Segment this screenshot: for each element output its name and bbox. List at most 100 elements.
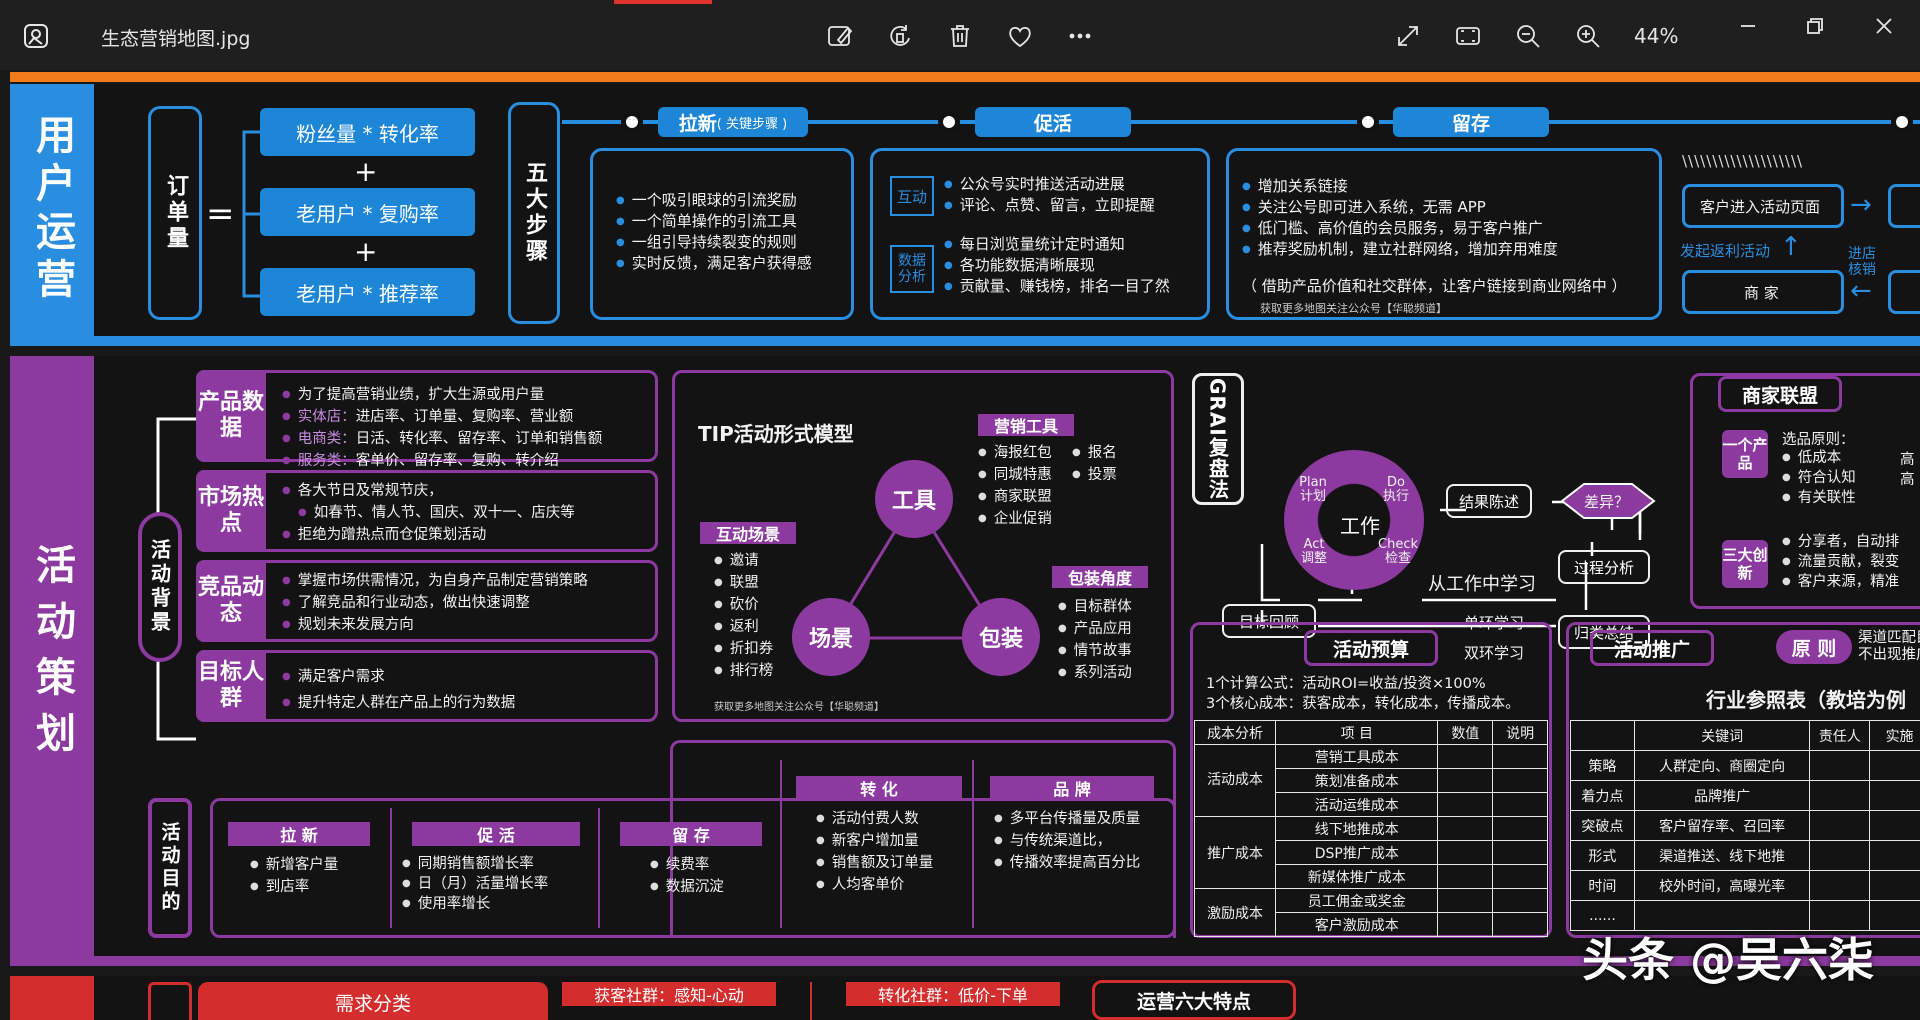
grai-work: 工作 xyxy=(1340,514,1380,538)
table-cell: 突破点 xyxy=(1570,810,1635,841)
list-item: 数据沉淀 xyxy=(650,876,724,898)
promo-table-title: 行业参照表（教培为例 xyxy=(1706,688,1906,712)
list-item: 企业促销 xyxy=(978,508,1052,530)
footer-note: 获取更多地图关注公众号【华聪频道】 xyxy=(1260,302,1447,315)
tip-pack-node: 包装 xyxy=(962,598,1040,676)
arrow-up-icon: ↑ xyxy=(1780,232,1802,262)
flow-enter-box xyxy=(1682,184,1844,228)
list-item: 各功能数据清晰展现 xyxy=(944,255,1170,276)
alliance-box xyxy=(1690,373,1920,609)
conv-header: 转化社群：低价-下单 xyxy=(846,982,1060,1006)
step-lanxin-sub: ( 关键步骤 ) xyxy=(716,116,788,132)
list-item: 满足客户需求 xyxy=(282,664,515,690)
minimize-icon[interactable] xyxy=(1730,8,1766,44)
alliance-list-2: 分享者，自动排 流量贡献，裂变 客户来源，精准 xyxy=(1782,532,1900,592)
formula-repurchase: 老用户 * 复购率 xyxy=(260,188,475,236)
divider xyxy=(598,808,600,928)
item-key: 服务类： xyxy=(297,453,356,469)
flow-verify-label: 进店核销 xyxy=(1848,246,1876,278)
grai-diff-diamond xyxy=(1560,483,1656,519)
zoom-out-icon[interactable] xyxy=(1510,18,1546,54)
step-dot xyxy=(938,111,960,133)
table-cell: 营销工具成本 xyxy=(1275,744,1439,769)
list-item: 多平台传播量及质量 xyxy=(994,808,1141,830)
list-item: 符合认知 xyxy=(1782,468,1856,488)
table-cell: 策略 xyxy=(1570,750,1635,781)
tip-scene-node: 场景 xyxy=(792,598,870,676)
orange-band xyxy=(10,72,1920,82)
bg-row-product-title: 产品数据 xyxy=(196,370,266,462)
flow-merchant-label: 商 家 xyxy=(1744,284,1779,302)
item-value: 为了提高营销业绩，扩大生源或用户量 xyxy=(297,387,545,403)
promo-table: 关键词 责任人 实施 策略人群定向、商圈定向 着力点品牌推广 突破点客户留存率、… xyxy=(1570,720,1920,931)
goal-label: 活动目的 xyxy=(158,822,181,914)
table-cell: 激励成本 xyxy=(1193,888,1277,937)
list-item: 为了提高营销业绩，扩大生源或用户量 xyxy=(282,384,602,406)
goal-header: 拉 新 xyxy=(228,822,370,846)
budget-table: 成本分析 项 目 数值 说明 活动成本营销工具成本 策划准备成本 活动运维成本 … xyxy=(1193,720,1548,937)
goal-list: 新增客户量 到店率 xyxy=(250,854,339,898)
list-item: 续费率 xyxy=(650,854,724,876)
fullscreen-icon[interactable] xyxy=(1390,18,1426,54)
delete-icon[interactable] xyxy=(942,18,978,54)
edit-icon[interactable] xyxy=(822,18,858,54)
flow-box-cut xyxy=(1888,270,1920,314)
promo-principle-text-1: 渠道匹配目 xyxy=(1858,630,1920,646)
tip-model-box xyxy=(672,370,1174,722)
table-cell: 品牌推广 xyxy=(1633,780,1811,811)
item-value: 日活、转化率、留存率、订单和销售额 xyxy=(355,431,603,447)
budget-title: 活动预算 xyxy=(1304,630,1438,666)
rotate-icon[interactable] xyxy=(882,18,918,54)
item-key: 电商类： xyxy=(297,431,356,447)
tip-triangle xyxy=(827,497,1003,640)
list-item: 日（月）活量增长率 xyxy=(402,874,549,894)
more-icon[interactable] xyxy=(1062,18,1098,54)
list-item: 折扣券 xyxy=(714,638,774,660)
list-item: 关注公号即可进入系统，无需 APP xyxy=(1242,197,1558,218)
grai-act: Act调整 xyxy=(1300,537,1327,566)
grai-diff: 差异？ xyxy=(1584,493,1630,511)
background-label-box xyxy=(138,512,182,662)
divider xyxy=(972,760,974,928)
list-item: 如春节、情人节、国庆、双十一、店庆等 xyxy=(282,502,575,524)
cuhuo-list-1: 公众号实时推送活动进展 评论、点赞、留言，立即提醒 xyxy=(944,174,1155,216)
budget-core-costs: 3个核心成本：获客成本，转化成本，传播成本。 xyxy=(1206,696,1520,712)
table-cell: 活动成本 xyxy=(1193,744,1277,817)
photo-app-icon[interactable] xyxy=(22,22,50,50)
liucun-box xyxy=(1226,148,1662,320)
bg-row-product-list: 为了提高营销业绩，扩大生源或用户量 实体店：进店率、订单量、复购率、营业额 电商… xyxy=(282,384,603,472)
close-icon[interactable] xyxy=(1866,8,1902,44)
background-label: 活动背景 xyxy=(147,539,172,635)
zoom-in-icon[interactable] xyxy=(1570,18,1606,54)
image-canvas[interactable]: 用户运营 订单量 = 粉丝量 * 转化率 + 老用户 * 复购率 + 老用户 *… xyxy=(0,70,1920,1020)
restore-icon[interactable] xyxy=(1797,8,1833,44)
step-lanxin: 拉新( 关键步骤 ) xyxy=(658,107,808,137)
list-item: 同期销售额增长率 xyxy=(402,854,548,874)
goal-header: 留 存 xyxy=(620,822,762,846)
flow-rebate-label: 发起返利活动 xyxy=(1680,242,1771,260)
divider xyxy=(810,982,812,1020)
list-item: 使用率增长 xyxy=(402,894,548,914)
favorite-icon[interactable] xyxy=(1002,18,1038,54)
goal-list: 续费率 数据沉淀 xyxy=(650,854,724,898)
cuhuo-list-2: 每日浏览量统计定时通知 各功能数据清晰展现 贡献量、赚钱榜，排名一目了然 xyxy=(944,234,1170,297)
list-item: 产品应用 xyxy=(1058,618,1132,640)
plus-sign-1: + xyxy=(354,155,378,188)
list-item: 流量贡献，裂变 xyxy=(1782,552,1900,572)
fit-icon[interactable] xyxy=(1450,18,1486,54)
table-cell xyxy=(1633,900,1811,931)
activity-tab: 活动策划 xyxy=(10,356,94,956)
table-cell: 线下地推成本 xyxy=(1275,816,1439,841)
goal-label-box xyxy=(148,798,192,938)
table-cell: 渠道推送、线下地推 xyxy=(1633,840,1811,871)
list-item: 返利 xyxy=(714,616,773,638)
grai-double-loop: 双环学习 xyxy=(1464,644,1525,662)
zoom-level[interactable]: 44% xyxy=(1634,24,1679,48)
list-item: 实体店：进店率、订单量、复购率、营业额 xyxy=(282,406,602,428)
bg-row-competitor-list: 掌握市场供需情况，为自身产品制定营销策略 了解竞品和行业动态，做出快速调整 规划… xyxy=(282,570,588,636)
acq-header: 获客社群：感知-心动 xyxy=(562,982,776,1006)
order-label: 订单量 xyxy=(163,174,188,252)
cuhuo-tag-data: 数据分析 xyxy=(890,245,934,293)
need-header: 需求分类 xyxy=(200,984,546,1020)
grai-do: Do执行 xyxy=(1382,475,1409,504)
